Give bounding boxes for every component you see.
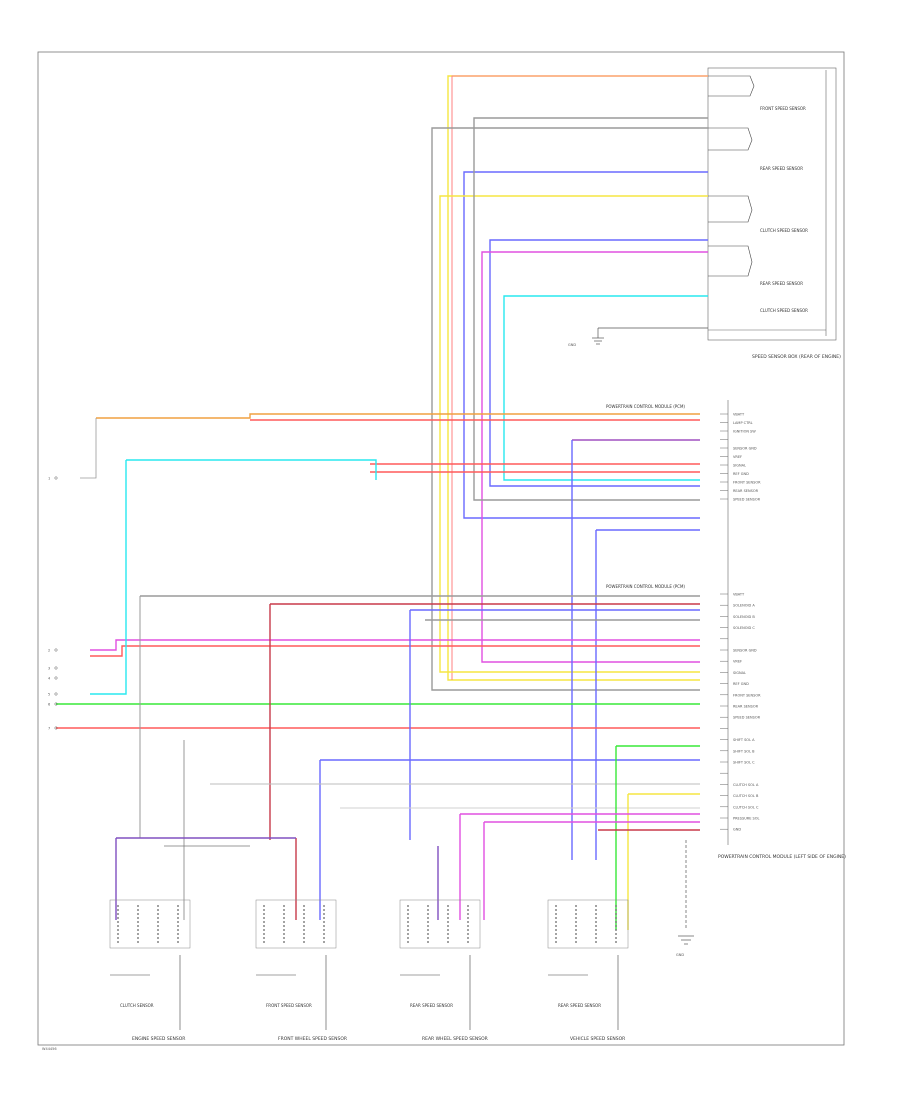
wire-gray-a bbox=[431, 127, 708, 691]
pcm-connector-1: POWERTRAIN CONTROL MODULE (PCM) bbox=[606, 404, 685, 409]
sensor-caption: VEHICLE SPEED SENSOR bbox=[570, 1036, 625, 1042]
pcm-module: POWERTRAIN CONTROL MODULE (LEFT SIDE OF … bbox=[606, 400, 846, 860]
pcm-lower-pin-label: SHIFT SOL C bbox=[733, 761, 755, 765]
pcm-upper-pin-label: FRONT SENSOR bbox=[733, 481, 761, 485]
relay-label-5: CLUTCH SPEED SENSOR bbox=[760, 308, 808, 313]
wire-red-a bbox=[451, 75, 708, 680]
pcm-lower-pin-label: VREF bbox=[733, 660, 742, 664]
sensor-group: REAR SPEED SENSOR VEHICLE SPEED SENSOR bbox=[547, 899, 629, 1042]
pcm-upper-pin-label: SIGNAL bbox=[733, 464, 746, 468]
left-terminal bbox=[54, 666, 58, 670]
pcm-lower-pin-label: FRONT SENSOR bbox=[733, 693, 761, 697]
left-terminal bbox=[54, 676, 58, 680]
pcm-lower-pin-label: SPEED SENSOR bbox=[733, 716, 761, 720]
sensor-label: CLUTCH SENSOR bbox=[120, 1003, 154, 1008]
pcm-connector-2: POWERTRAIN CONTROL MODULE (PCM) bbox=[606, 584, 685, 589]
pcm-lower-pin-label: CLUTCH SOL A bbox=[733, 783, 759, 787]
left-terminal-label: 1 bbox=[48, 477, 50, 481]
sensor-label: FRONT SPEED SENSOR bbox=[266, 1003, 312, 1008]
ground-symbol-bottom: GND bbox=[676, 840, 694, 957]
left-terminal-label: 7 bbox=[48, 727, 50, 731]
pcm-lower-pin-label: REF GND bbox=[733, 682, 749, 686]
sensor-connector bbox=[255, 899, 337, 949]
pcm-upper-pin-label: REF GND bbox=[733, 472, 749, 476]
relay-label-4: REAR SPEED SENSOR bbox=[760, 281, 803, 286]
pcm-lower-pin-label: SOLENOID A bbox=[733, 604, 755, 608]
ground-label-bottom: GND bbox=[676, 953, 684, 957]
left-terminal-label: 3 bbox=[48, 667, 50, 671]
pcm-lower-pin-label: SOLENOID C bbox=[733, 626, 755, 630]
pcm-upper-pin-label: REAR SENSOR bbox=[733, 489, 759, 493]
left-terminal-label: 4 bbox=[48, 677, 51, 681]
ground-label-top: GND bbox=[568, 343, 576, 347]
sensor-group: REAR SPEED SENSOR REAR WHEEL SPEED SENSOR bbox=[399, 899, 488, 1042]
speed-sensor-box: FRONT SPEED SENSOR REAR SPEED SENSOR CLU… bbox=[707, 67, 841, 360]
pcm-upper-pin-label: LAMP CTRL bbox=[733, 421, 753, 425]
pcm-upper-pin-label: SENSOR GND bbox=[733, 447, 757, 451]
left-terminal bbox=[54, 476, 58, 480]
pcm-upper-pin-label: IGNITION SW bbox=[733, 430, 756, 434]
pcm-lower-pin-label: GND bbox=[733, 828, 741, 832]
pcm-lower-pin-label: CLUTCH SOL B bbox=[733, 794, 759, 798]
sensor-connector bbox=[109, 899, 191, 949]
sensor-label: REAR SPEED SENSOR bbox=[410, 1003, 453, 1008]
sensor-groups: CLUTCH SENSOR ENGINE SPEED SENSOR FRONT SP… bbox=[109, 840, 694, 1042]
wire-orange-upper bbox=[96, 413, 700, 419]
diagram-frame bbox=[37, 51, 845, 1046]
pcm-upper-pin-label: VREF bbox=[733, 455, 742, 459]
pcm-upper-pins: VBATT LAMP CTRL IGNITION SW SENSOR GND VREF S… bbox=[720, 413, 761, 502]
pcm-label: POWERTRAIN CONTROL MODULE (LEFT SIDE OF … bbox=[718, 854, 846, 860]
page-ref: W44456 bbox=[42, 1047, 57, 1051]
relay-label-3: CLUTCH SPEED SENSOR bbox=[760, 228, 808, 233]
pcm-lower-pin-label: PRESSURE SOL bbox=[733, 817, 759, 821]
left-terminals: 1 2 3 4 5 6 7 bbox=[48, 476, 58, 731]
wire-cyan-a bbox=[503, 295, 708, 481]
ground-symbol-top: GND bbox=[568, 327, 708, 347]
wire-red-lower bbox=[90, 645, 700, 657]
sensor-connector bbox=[547, 899, 629, 949]
pcm-upper-pin-label: SPEED SENSOR bbox=[733, 498, 761, 502]
left-terminal bbox=[54, 702, 58, 706]
left-terminal bbox=[54, 726, 58, 730]
sensor-caption: ENGINE SPEED SENSOR bbox=[132, 1036, 185, 1042]
sensor-group: CLUTCH SENSOR ENGINE SPEED SENSOR bbox=[109, 899, 191, 1042]
left-terminal-label: 6 bbox=[48, 703, 50, 707]
pcm-lower-pin-label: SHIFT SOL B bbox=[733, 749, 755, 753]
left-terminal-label: 5 bbox=[48, 693, 50, 697]
wire-gray-upper bbox=[80, 418, 97, 479]
pcm-lower-pins: VBATT SOLENOID A SOLENOID B SOLENOID C SENSO… bbox=[720, 593, 761, 832]
wire-gray-b bbox=[473, 117, 708, 501]
sensor-label: REAR SPEED SENSOR bbox=[558, 1003, 601, 1008]
wire-yellow-b bbox=[439, 195, 708, 673]
sensor-caption: REAR WHEEL SPEED SENSOR bbox=[422, 1036, 488, 1042]
wire-magenta-lower bbox=[90, 639, 700, 651]
relay-label-2: REAR SPEED SENSOR bbox=[760, 166, 803, 171]
relay-label-1: FRONT SPEED SENSOR bbox=[760, 106, 806, 111]
pcm-lower-pin-label: REAR SENSOR bbox=[733, 705, 759, 709]
left-terminal bbox=[54, 648, 58, 652]
pcm-lower-pin-label: CLUTCH SOL C bbox=[733, 805, 759, 809]
sensor-caption: FRONT WHEEL SPEED SENSOR bbox=[278, 1036, 347, 1042]
wire-blue-b bbox=[489, 239, 708, 487]
pcm-lower-pin-label: SENSOR GND bbox=[733, 649, 757, 653]
pcm-lower-pin-label: SOLENOID B bbox=[733, 615, 755, 619]
left-terminal bbox=[54, 692, 58, 696]
wire-blue-a bbox=[463, 171, 708, 519]
pcm-lower-pin-label: VBATT bbox=[733, 593, 745, 597]
wires bbox=[56, 75, 708, 930]
wire-yellow-a bbox=[447, 75, 708, 681]
left-terminal-label: 2 bbox=[48, 649, 50, 653]
relay-box-label: SPEED SENSOR BOX (REAR OF ENGINE) bbox=[752, 354, 841, 360]
wire-cyan-upper bbox=[126, 459, 377, 480]
wire-cyan-lower bbox=[90, 460, 127, 695]
wire-magenta-a bbox=[481, 251, 708, 663]
pcm-upper-pin-label: VBATT bbox=[733, 413, 745, 417]
sensor-connector bbox=[399, 899, 481, 949]
sensor-group: FRONT SPEED SENSOR FRONT WHEEL SPEED SENS… bbox=[255, 899, 347, 1042]
pcm-lower-pin-label: SIGNAL bbox=[733, 671, 746, 675]
pcm-lower-pin-label: SHIFT SOL A bbox=[733, 738, 755, 742]
